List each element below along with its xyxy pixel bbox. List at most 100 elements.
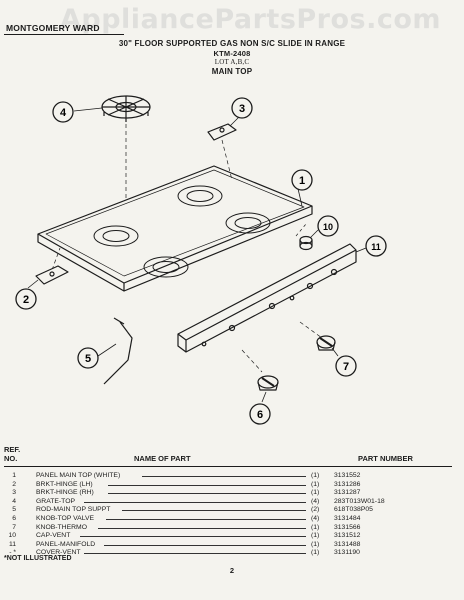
quantity: (1)	[311, 472, 320, 479]
svg-text:4: 4	[60, 107, 67, 119]
parts-list: 1 PANEL MAIN TOP (WHITE) (1) 3131552 2 B…	[0, 472, 464, 558]
brand-underline	[4, 34, 124, 35]
part-number: 3131566	[334, 523, 361, 531]
part-name: CAP-VENT	[36, 532, 71, 540]
quantity: (1)	[311, 489, 320, 497]
leader-dashes	[98, 527, 306, 529]
knob-top-valve	[257, 375, 279, 391]
callout-10: 10	[317, 215, 339, 237]
svg-text:6: 6	[257, 409, 263, 421]
part-name: GRATE-TOP	[36, 497, 76, 505]
brand-name: MONTGOMERY WARD	[6, 23, 100, 33]
ref-number: - *	[9, 549, 16, 557]
page-number: 2	[229, 566, 235, 575]
header-rule	[4, 466, 452, 467]
svg-text:2: 2	[23, 294, 29, 306]
part-number: 3131552	[334, 472, 361, 479]
leader-dashes	[106, 518, 306, 520]
ref-number: 10	[8, 532, 16, 540]
vent-cap	[299, 235, 313, 251]
quantity: (4)	[311, 514, 320, 522]
section-title: MAIN TOP	[211, 67, 253, 76]
table-row: 11 PANEL-MANIFOLD (1) 3131488	[0, 541, 464, 550]
grate-top	[101, 95, 151, 122]
quantity: (1)	[311, 532, 320, 540]
part-number: 3131484	[334, 514, 361, 522]
part-name: BRKT-HINGE (LH)	[36, 480, 93, 488]
model-number: KTM-2408	[213, 49, 251, 58]
page-title: 30" FLOOR SUPPORTED GAS NON S/C SLIDE IN…	[118, 39, 346, 48]
part-name: KNOB-TOP VALVE	[36, 514, 95, 522]
svg-text:11: 11	[371, 242, 381, 252]
part-number: 3131488	[334, 540, 361, 548]
lot-label: LOT A,B,C	[214, 58, 250, 66]
table-row: 3 BRKT-HINGE (RH) (1) 3131287	[0, 489, 464, 498]
quantity: (2)	[311, 506, 320, 514]
part-number: 618T038P05	[334, 506, 373, 514]
hinge-bracket-lh	[35, 265, 69, 285]
part-name: KNOB-THERMO	[36, 523, 87, 531]
part-number: 3131190	[334, 549, 360, 557]
ref-number: 4	[12, 497, 16, 505]
footnote: *NOT ILLUSTRATED	[4, 555, 72, 562]
callout-1: 1	[291, 169, 313, 191]
svg-text:10: 10	[323, 222, 333, 232]
ref-number: 7	[12, 523, 16, 531]
ref-number: 2	[12, 480, 16, 488]
table-row: 6 KNOB-TOP VALVE (4) 3131484	[0, 515, 464, 524]
part-number: 3131512	[334, 532, 361, 540]
quantity: (1)	[311, 549, 320, 557]
leader-dashes	[80, 536, 306, 538]
part-name: PANEL-MANIFOLD	[36, 540, 96, 548]
table-row: 1 PANEL MAIN TOP (WHITE) (1) 3131552	[0, 472, 464, 481]
name-header: NAME OF PART	[134, 454, 191, 463]
part-name: ROD-MAIN TOP SUPPT	[36, 506, 111, 514]
ref-header-line1: REF.	[4, 445, 21, 454]
table-row: 7 KNOB-THERMO (1) 3131566	[0, 524, 464, 533]
svg-text:5: 5	[85, 353, 91, 365]
manifold-panel	[177, 243, 357, 353]
ref-number: 5	[12, 506, 16, 514]
callout-4: 4	[52, 101, 74, 123]
callout-3: 3	[231, 97, 253, 119]
ref-number: 3	[12, 489, 16, 497]
support-rod	[103, 321, 133, 385]
quantity: (1)	[311, 540, 320, 548]
table-row: 10 CAP-VENT (1) 3131512	[0, 532, 464, 541]
ref-number: 1	[12, 472, 16, 479]
part-name: BRKT-HINGE (RH)	[36, 489, 94, 497]
callout-11: 11	[365, 235, 387, 257]
callout-2: 2	[15, 288, 37, 310]
svg-text:1: 1	[299, 175, 305, 187]
part-name: PANEL MAIN TOP (WHITE)	[36, 472, 121, 479]
knob-thermo	[316, 335, 336, 351]
table-row: 5 ROD-MAIN TOP SUPPT (2) 618T038P05	[0, 506, 464, 515]
quantity: (1)	[311, 523, 320, 531]
leader-dashes	[108, 493, 306, 495]
table-row: 2 BRKT-HINGE (LH) (1) 3131286	[0, 481, 464, 490]
watermark: AppliancePartsPros.com	[60, 4, 442, 35]
leader-dashes	[84, 501, 306, 503]
part-name: COVER-VENT	[36, 549, 81, 557]
burner-openings	[93, 185, 271, 278]
part-number: 3131287	[334, 489, 361, 497]
table-row: - * COVER-VENT (1) 3131190	[0, 549, 464, 558]
ref-number: 11	[8, 540, 16, 548]
svg-text:7: 7	[343, 361, 349, 373]
part-number: 3131286	[334, 480, 361, 488]
leader-dashes	[108, 484, 306, 486]
leader-dashes	[84, 553, 306, 555]
quantity: (4)	[311, 497, 320, 505]
ref-header-line2: NO.	[4, 454, 18, 463]
svg-text:3: 3	[239, 103, 245, 115]
callout-7: 7	[335, 355, 357, 377]
leader-dashes	[104, 544, 306, 546]
callout-5: 5	[77, 347, 99, 369]
part-number-header: PART NUMBER	[358, 454, 413, 463]
exploded-parts-diagram: 4 3 1 10 11 2 5 7 6	[15, 95, 387, 425]
leader-dashes	[122, 510, 306, 512]
callout-6: 6	[249, 403, 271, 425]
part-number: 283T013W01-18	[334, 497, 385, 505]
leader-dashes	[142, 476, 306, 477]
ref-number: 6	[12, 514, 16, 522]
